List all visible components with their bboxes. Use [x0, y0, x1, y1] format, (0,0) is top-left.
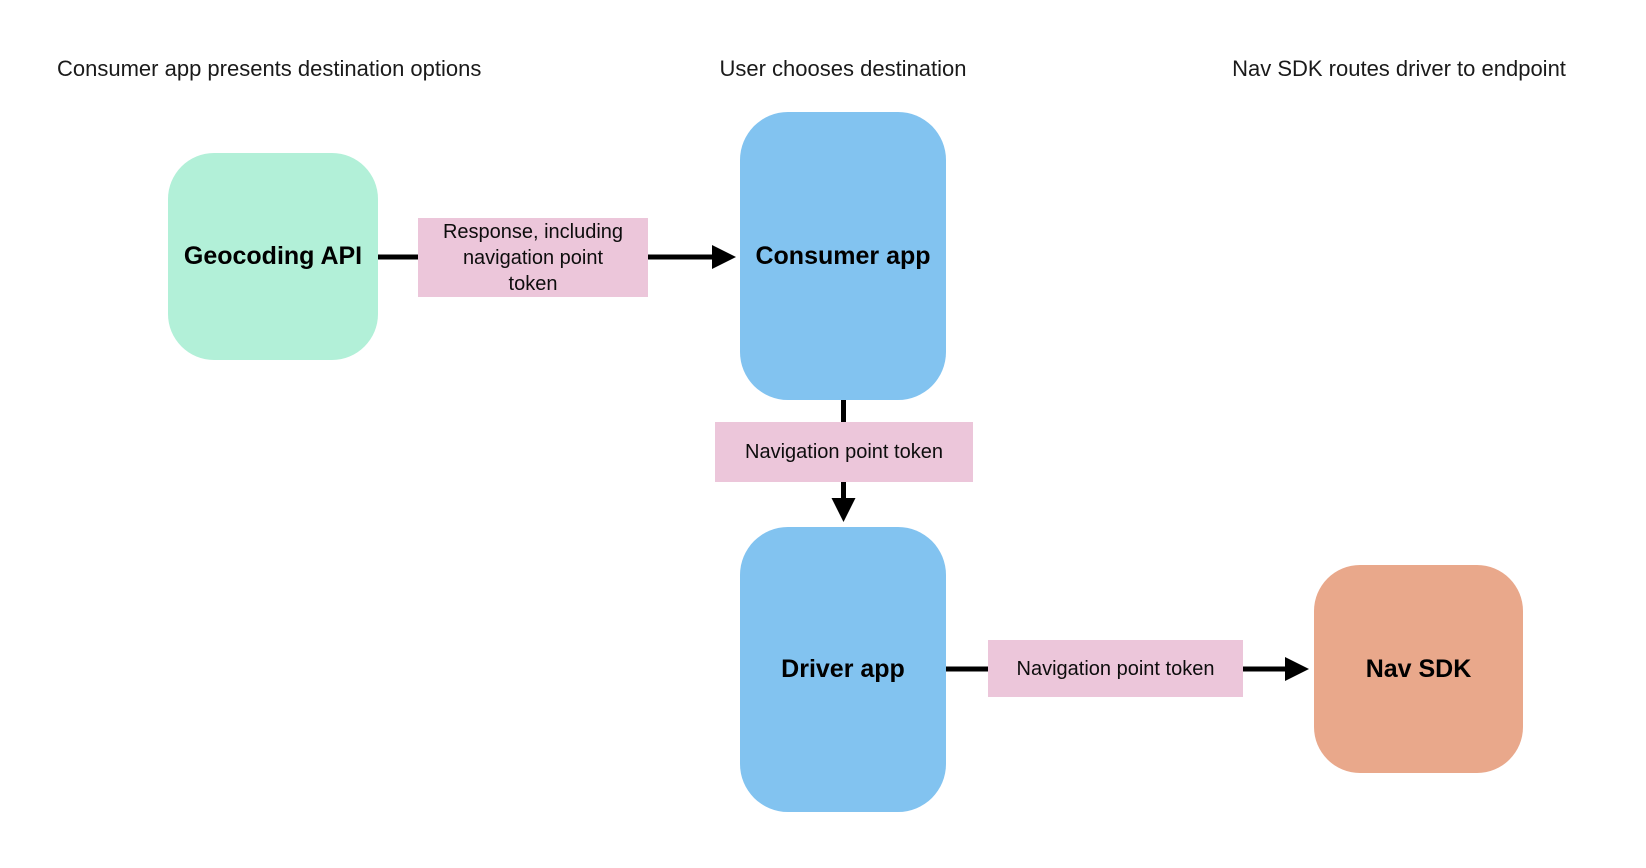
step-heading-consumer-presents: Consumer app presents destination option…: [57, 56, 482, 81]
edge-label-line: token: [508, 272, 558, 295]
edge-label-response-including-token: Response, including navigation point tok…: [418, 218, 648, 297]
node-label-driver-app: Driver app: [781, 655, 905, 683]
node-label-geocoding-api: Geocoding API: [183, 242, 363, 270]
node-label-consumer-app: Consumer app: [755, 241, 931, 270]
step-heading-navsdk-routes: Nav SDK routes driver to endpoint: [1232, 56, 1566, 81]
edge-label-line: Response, including: [442, 220, 624, 243]
node-driver-app: Driver app: [740, 527, 946, 812]
node-label-nav-sdk: Nav SDK: [1365, 654, 1472, 683]
edge-label-line: navigation point: [462, 246, 604, 269]
node-consumer-app: Consumer app: [740, 112, 946, 400]
edge-label-navigation-point-token-vertical: Navigation point token: [715, 422, 973, 482]
edge-label-line: Navigation point token: [745, 441, 943, 463]
edge-label-line: Navigation point token: [1016, 657, 1215, 680]
node-geocoding-api: Geocoding API: [168, 153, 378, 360]
edge-label-navigation-point-token-horizontal: Navigation point token: [988, 640, 1243, 697]
step-heading-user-chooses: User chooses destination: [719, 56, 967, 81]
node-nav-sdk: Nav SDK: [1314, 565, 1523, 773]
